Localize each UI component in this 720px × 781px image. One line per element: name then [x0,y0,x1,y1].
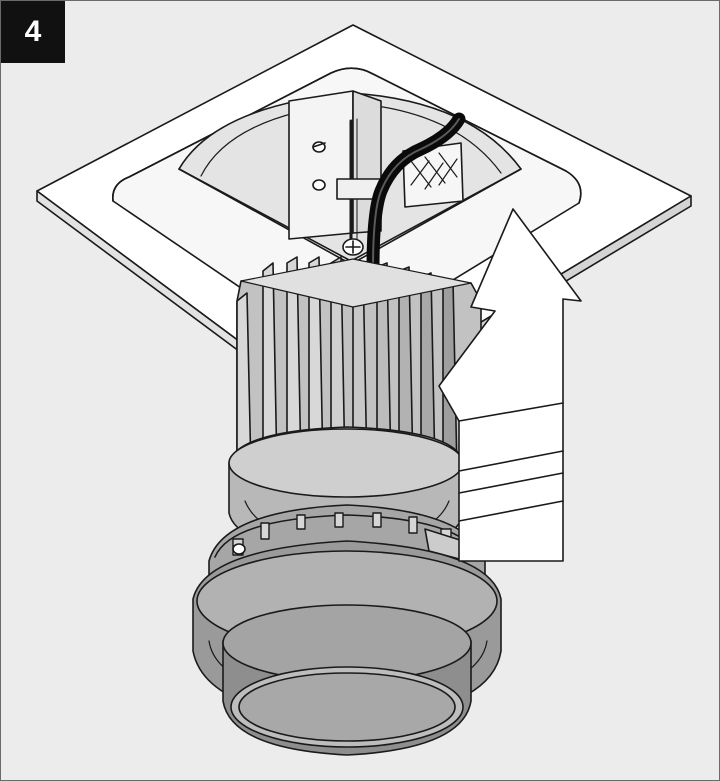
step-number-badge: 4 [1,1,65,63]
direction-arrow-icon [438,208,582,562]
mounting-bracket-icon [288,90,464,256]
lens-ring-icon [192,426,502,756]
